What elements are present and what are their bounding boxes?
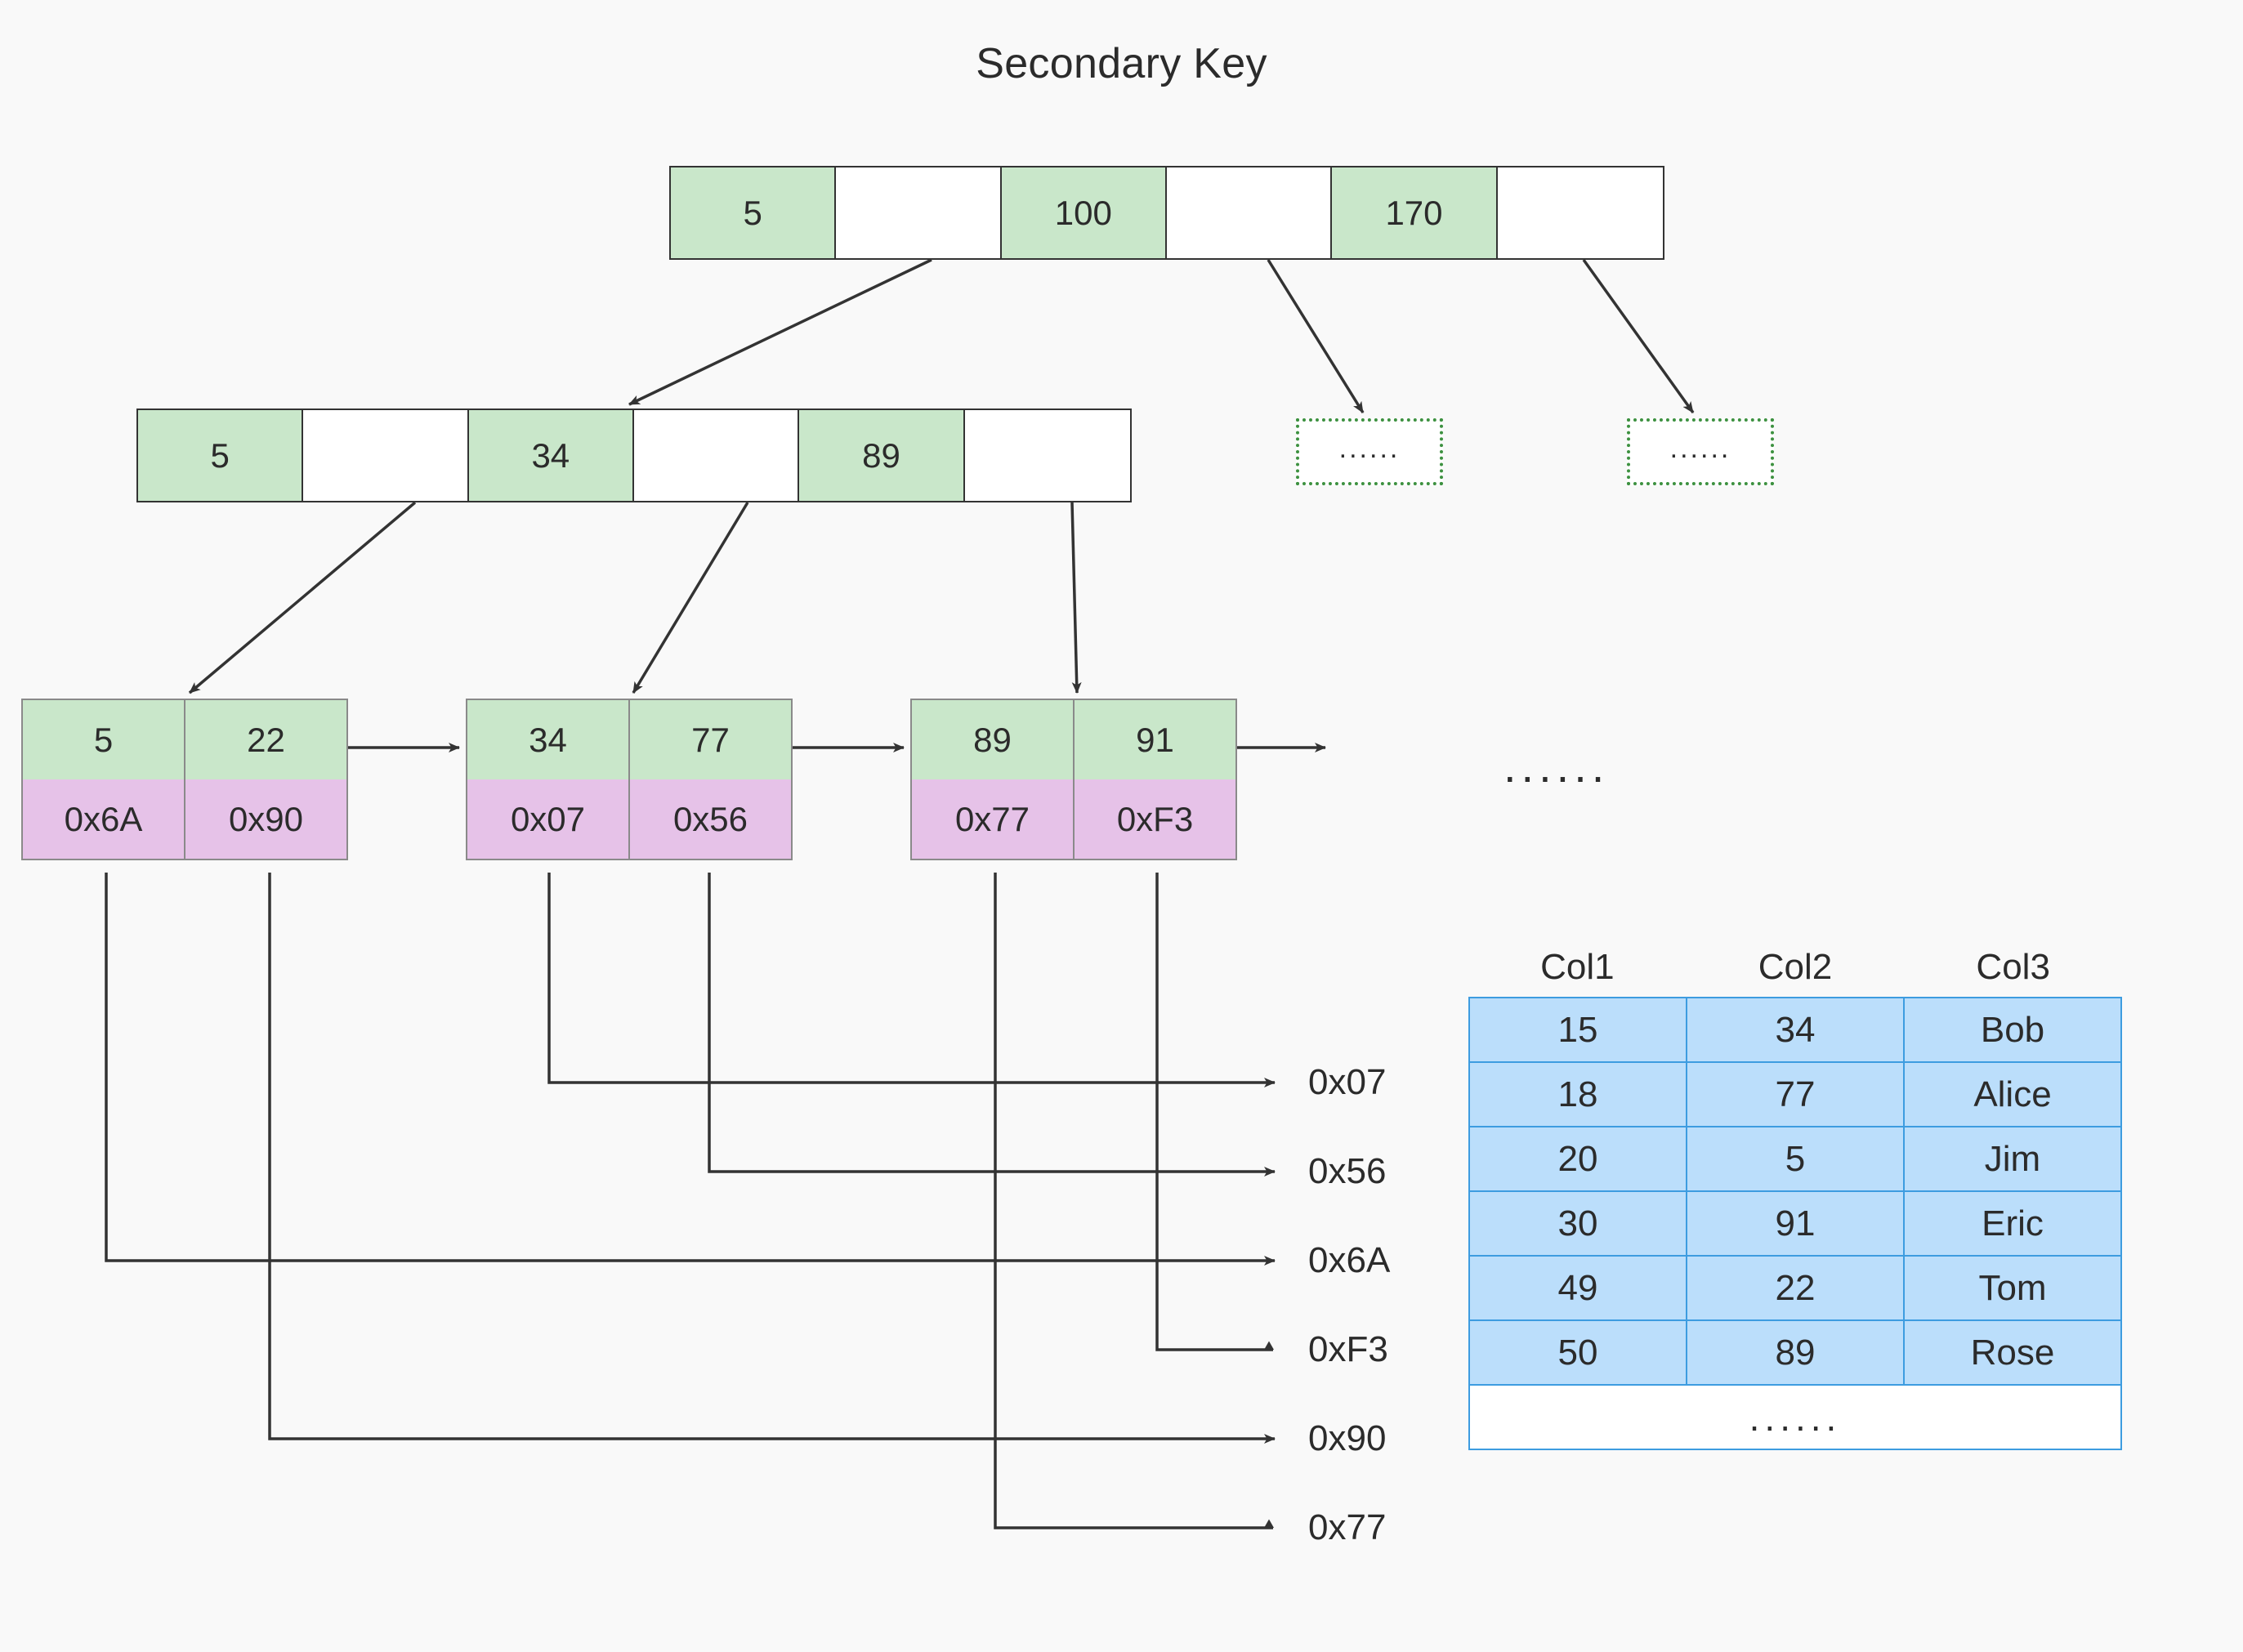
leaf-pointer-row: 0x6A 0x90 — [23, 779, 346, 859]
cell-col1[interactable]: 50 — [1468, 1319, 1687, 1386]
leaf3-key-1[interactable]: 91 — [1075, 700, 1235, 779]
btree-root-node[interactable]: 5 100 170 — [669, 166, 1664, 260]
internal-key-cell-0[interactable]: 5 — [138, 410, 304, 501]
cell-col2[interactable]: 5 — [1686, 1126, 1905, 1192]
cell-col1[interactable]: 49 — [1468, 1255, 1687, 1321]
cell-col1[interactable]: 20 — [1468, 1126, 1687, 1192]
placeholder-subtree-box-1: ...... — [1296, 418, 1443, 485]
cell-col2[interactable]: 22 — [1686, 1255, 1905, 1321]
cell-col3[interactable]: Jim — [1903, 1126, 2122, 1192]
leaf-key-row: 34 77 — [467, 700, 791, 779]
leaf3-key-0[interactable]: 89 — [912, 700, 1075, 779]
cell-col2[interactable]: 34 — [1686, 997, 1905, 1063]
internal-key-cell-1[interactable]: 34 — [468, 410, 634, 501]
record-table: Col1 Col2 Col3 15 34 Bob 18 77 Alice 20 … — [1468, 938, 2122, 1450]
cell-col3[interactable]: Alice — [1903, 1061, 2122, 1127]
leaf2-pointer-1[interactable]: 0x56 — [630, 779, 791, 859]
root-key-cell-0[interactable]: 5 — [671, 167, 837, 258]
internal-pointer-cell-1[interactable] — [633, 410, 800, 501]
cell-col2[interactable]: 77 — [1686, 1061, 1905, 1127]
page-title: Secondary Key — [976, 40, 1267, 87]
cell-col2[interactable]: 89 — [1686, 1319, 1905, 1386]
cell-col1[interactable]: 18 — [1468, 1061, 1687, 1127]
pointer-label-0x77: 0x77 — [1308, 1507, 1387, 1547]
table-more-row: ...... — [1468, 1384, 2122, 1450]
leaf-key-row: 89 91 — [912, 700, 1235, 779]
pointer-label-0x90: 0x90 — [1308, 1418, 1387, 1458]
root-key-cell-2[interactable]: 170 — [1332, 167, 1498, 258]
table-row[interactable]: 50 89 Rose — [1468, 1319, 2122, 1386]
leaf1-pointer-0[interactable]: 0x6A — [23, 779, 185, 859]
internal-pointer-cell-2[interactable] — [964, 410, 1130, 501]
pointer-label-0x07: 0x07 — [1308, 1062, 1387, 1102]
cell-col1[interactable]: 15 — [1468, 997, 1687, 1063]
btree-leaf-node-1[interactable]: 5 22 0x6A 0x90 — [21, 699, 348, 860]
leaf2-pointer-0[interactable]: 0x07 — [467, 779, 630, 859]
ellipsis-glyph: ...... — [1669, 433, 1731, 464]
btree-leaf-node-3[interactable]: 89 91 0x77 0xF3 — [910, 699, 1237, 860]
pointer-label-0x6A: 0x6A — [1308, 1240, 1391, 1280]
leaf-pointer-row: 0x77 0xF3 — [912, 779, 1235, 859]
leaf2-key-1[interactable]: 77 — [630, 700, 791, 779]
cell-col3[interactable]: Eric — [1903, 1190, 2122, 1257]
cell-col3[interactable]: Bob — [1903, 997, 2122, 1063]
btree-leaf-node-2[interactable]: 34 77 0x07 0x56 — [466, 699, 793, 860]
table-row[interactable]: 15 34 Bob — [1468, 997, 2122, 1063]
leaf-key-row: 5 22 — [23, 700, 346, 779]
cell-col1[interactable]: 30 — [1468, 1190, 1687, 1257]
table-body: 15 34 Bob 18 77 Alice 20 5 Jim 30 91 — [1468, 997, 2122, 1450]
btree-internal-node[interactable]: 5 34 89 — [136, 409, 1132, 502]
internal-key-cell-2[interactable]: 89 — [799, 410, 965, 501]
pointer-label-0x56: 0x56 — [1308, 1151, 1387, 1191]
table-row[interactable]: 18 77 Alice — [1468, 1061, 2122, 1127]
placeholder-subtree-box-2: ...... — [1627, 418, 1774, 485]
table-row[interactable]: 49 22 Tom — [1468, 1255, 2122, 1321]
root-key-cell-1[interactable]: 100 — [1001, 167, 1167, 258]
cell-col3[interactable]: Rose — [1903, 1319, 2122, 1386]
table-header-col3: Col3 — [1976, 947, 2050, 987]
table-more-ellipsis: ...... — [1468, 1384, 2122, 1450]
root-pointer-cell-1[interactable] — [1166, 167, 1333, 258]
leaf1-key-1[interactable]: 22 — [185, 700, 346, 779]
cell-col2[interactable]: 91 — [1686, 1190, 1905, 1257]
table-header-col1: Col1 — [1540, 947, 1615, 987]
leaf2-key-0[interactable]: 34 — [467, 700, 630, 779]
cell-col3[interactable]: Tom — [1903, 1255, 2122, 1321]
table-row[interactable]: 20 5 Jim — [1468, 1126, 2122, 1192]
internal-pointer-cell-0[interactable] — [303, 410, 469, 501]
table-header-col2: Col2 — [1758, 947, 1833, 987]
leaf1-pointer-1[interactable]: 0x90 — [185, 779, 346, 859]
leaf3-pointer-1[interactable]: 0xF3 — [1075, 779, 1235, 859]
root-pointer-cell-0[interactable] — [836, 167, 1002, 258]
ellipsis-glyph: ...... — [1338, 433, 1401, 464]
leaf-chain-ellipsis: ...... — [1504, 740, 1610, 792]
leaf-pointer-row: 0x07 0x56 — [467, 779, 791, 859]
pointer-label-0xF3: 0xF3 — [1308, 1329, 1388, 1369]
table-header-row: Col1 Col2 Col3 — [1468, 938, 2122, 997]
leaf3-pointer-0[interactable]: 0x77 — [912, 779, 1075, 859]
root-pointer-cell-2[interactable] — [1497, 167, 1663, 258]
leaf1-key-0[interactable]: 5 — [23, 700, 185, 779]
table-row[interactable]: 30 91 Eric — [1468, 1190, 2122, 1257]
